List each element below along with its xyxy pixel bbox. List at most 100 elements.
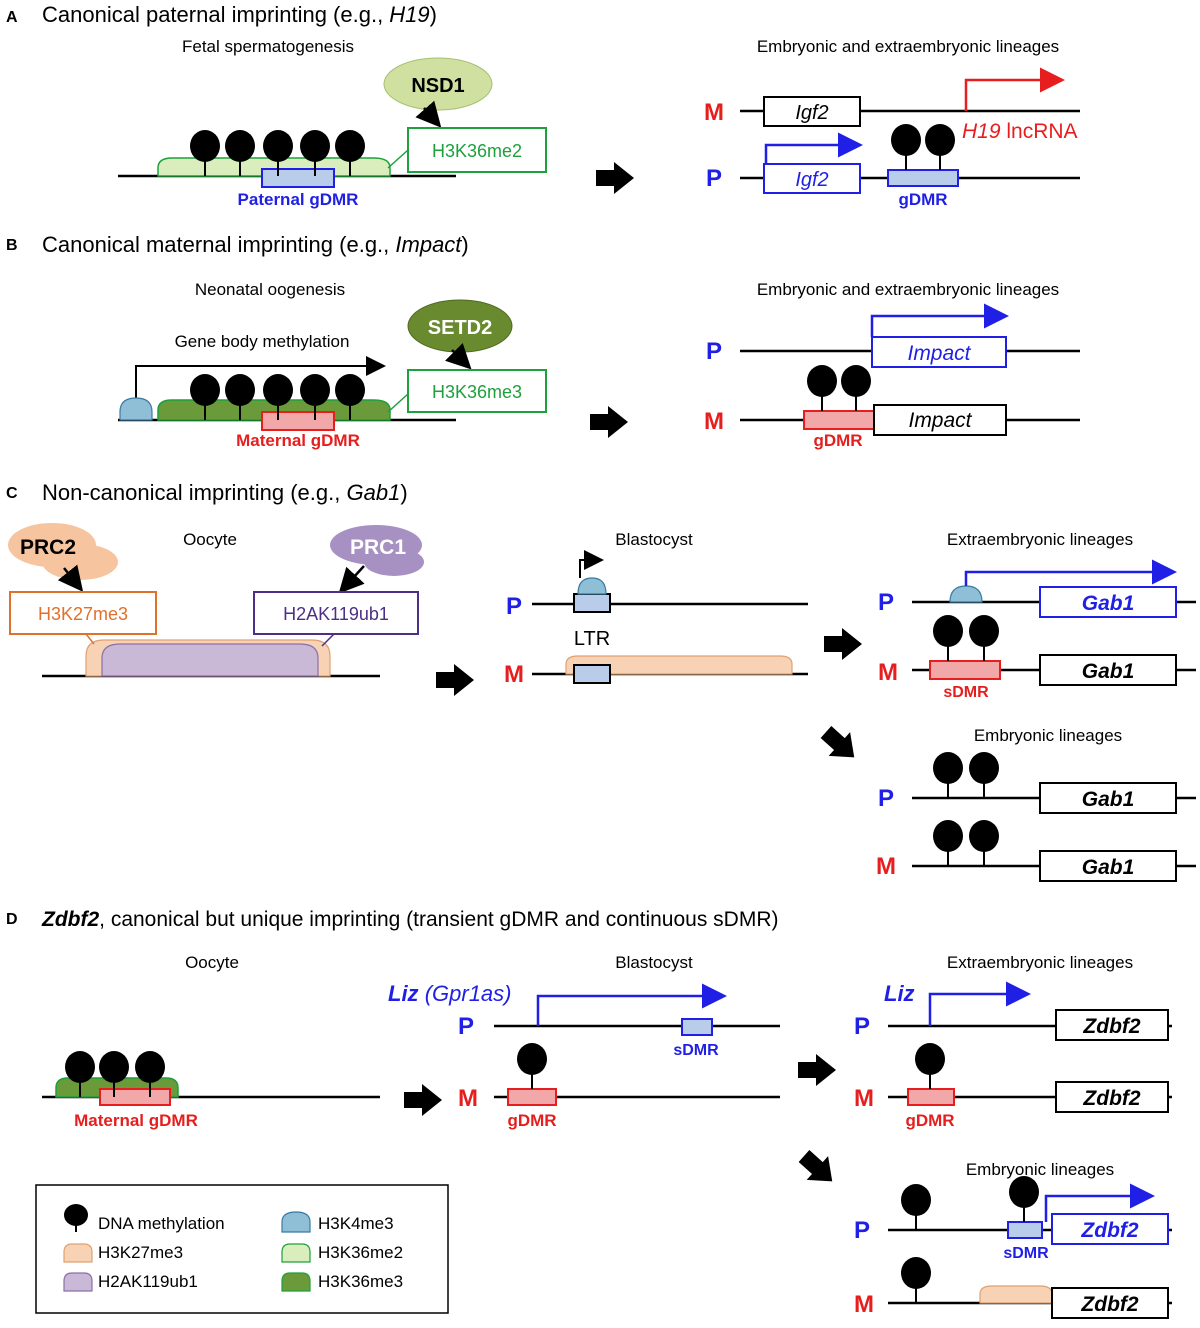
- legend-label-h3k36me2: H3K36me2: [318, 1243, 403, 1262]
- h2ak119ub1-swatch-icon: [63, 1272, 93, 1292]
- h3k4me3-swatch-icon: [281, 1211, 311, 1233]
- liz-gpr1as-label: Liz (Gpr1as): [388, 981, 511, 1006]
- legend-label-dna-methylation: DNA methylation: [98, 1214, 225, 1233]
- panel-d-letter: D: [6, 911, 18, 928]
- fetal-spermatogenesis-label: Fetal spermatogenesis: [182, 37, 354, 56]
- gdmr-label-extra: gDMR: [905, 1111, 954, 1130]
- ltr-promoter-arrow: [579, 550, 604, 578]
- h3k27me3-swatch-icon: [63, 1243, 93, 1263]
- zdbf2-gene-extra-paternal: [1055, 1009, 1169, 1041]
- gdmr-label-blastocyst: gDMR: [507, 1111, 556, 1130]
- paternal-gdmr-box: [261, 168, 335, 188]
- allele-m-label: M: [704, 99, 724, 126]
- legend-item-h3k4me3: H3K4me3: [281, 1211, 394, 1233]
- gab1-label-extra-maternal: Gab1: [1082, 660, 1135, 683]
- extraembryonic-label-c: Extraembryonic lineages: [947, 530, 1133, 549]
- allele-p-label-b: P: [706, 338, 722, 365]
- panel-d-transition-arrow-emb: [793, 1144, 843, 1194]
- maternal-gdmr-box-d: [99, 1088, 171, 1106]
- h3k27me3-box: [9, 591, 157, 635]
- legend-label-h3k4me3: H3K4me3: [318, 1214, 394, 1233]
- sdmr-label-emb: sDMR: [1003, 1245, 1049, 1262]
- sdmr-label-c: sDMR: [943, 684, 989, 701]
- h3k27me3-connector: [85, 633, 95, 645]
- allele-p-label-c3: P: [878, 785, 894, 812]
- nsd1-label: NSD1: [411, 75, 464, 97]
- gdmr-box-blastocyst: [507, 1088, 557, 1106]
- liz-transcription-arrow-extra: [928, 981, 1031, 1026]
- h3k36me3-box-label: H3K36me3: [432, 382, 522, 402]
- maternal-gdmr-label-d: Maternal gDMR: [74, 1111, 198, 1130]
- embryonic-label-d: Embryonic lineages: [966, 1160, 1114, 1179]
- panel-b-letter: B: [6, 237, 18, 254]
- setd2-arrow: [445, 343, 472, 370]
- gab1-gene-emb-maternal: [1039, 850, 1177, 882]
- h3k36me2-box: [407, 127, 547, 173]
- maternal-gdmr-box: [261, 411, 335, 431]
- impact-gene-paternal: [871, 336, 1007, 368]
- h3k36me2-swatch-icon: [281, 1243, 311, 1263]
- igf2-transcription-arrow: [764, 132, 863, 164]
- ltr-label: LTR: [574, 628, 610, 650]
- panel-c-transition-arrow-emb: [815, 720, 865, 770]
- allele-p-label-d2: P: [854, 1013, 870, 1040]
- panel-c-title: Non-canonical imprinting (e.g., Gab1): [42, 480, 408, 505]
- oocyte-label-d: Oocyte: [185, 953, 239, 972]
- h2ak119ub1-box-label: H2AK119ub1: [283, 604, 389, 624]
- allele-m-label-c2: M: [878, 659, 898, 686]
- h3k27me3-domain-zdbf2: [979, 1285, 1053, 1304]
- panel-a-transition-arrow: [596, 162, 634, 194]
- legend: DNA methylation H3K27me3 H2AK119ub1 H3K4…: [35, 1184, 449, 1314]
- maternal-gdmr-label: Maternal gDMR: [236, 431, 360, 450]
- zdbf2-transcription-arrow: [1044, 1183, 1155, 1222]
- zdbf2-label-extra-maternal: Zdbf2: [1082, 1087, 1140, 1110]
- prc1-arrow: [338, 565, 365, 594]
- allele-p-label-d3: P: [854, 1217, 870, 1244]
- h3k36me2-box-label: H3K36me2: [432, 141, 522, 161]
- gdmr-box-paternal: [887, 169, 959, 187]
- h3k27me3-domain-blastocyst: [565, 655, 793, 675]
- gdmr-label-b: gDMR: [813, 431, 862, 450]
- panel-b-right-stage: Embryonic and extraembryonic lineages: [757, 280, 1059, 299]
- prc2-arrow: [57, 564, 84, 592]
- embryonic-label-c: Embryonic lineages: [974, 726, 1122, 745]
- gdmr-box-extra: [907, 1088, 955, 1106]
- panel-c-transition-arrow-1: [436, 664, 474, 696]
- prc1-subunit: [364, 548, 424, 576]
- h19-transcription-arrow: [964, 67, 1065, 111]
- impact-transcription-arrow: [870, 303, 1009, 337]
- panel-b-title: Canonical maternal imprinting (e.g., Imp…: [42, 232, 469, 257]
- allele-p-label-c2: P: [878, 589, 894, 616]
- allele-p-label: P: [706, 165, 722, 192]
- ltr-box-maternal: [573, 664, 611, 684]
- panel-a-right-stage: Embryonic and extraembryonic lineages: [757, 37, 1059, 56]
- gdmr-label-a: gDMR: [898, 190, 947, 209]
- gab1-gene-emb-paternal: [1039, 782, 1177, 814]
- h3k36me3-connector: [387, 393, 409, 413]
- igf2-gene-paternal: [763, 163, 861, 194]
- blastocyst-label-d: Blastocyst: [615, 953, 693, 972]
- panel-d-title: Zdbf2, canonical but unique imprinting (…: [41, 908, 779, 931]
- legend-label-h2ak119ub1: H2AK119ub1: [98, 1272, 198, 1291]
- allele-m-label-b: M: [704, 408, 724, 435]
- paternal-gdmr-label: Paternal gDMR: [238, 190, 359, 209]
- igf2-label-maternal: Igf2: [795, 102, 828, 124]
- h2ak119ub1-domain: [101, 643, 319, 677]
- gab1-label-emb-paternal: Gab1: [1082, 788, 1135, 811]
- zdbf2-label-emb-maternal: Zdbf2: [1080, 1293, 1138, 1316]
- sdmr-box-blastocyst: [681, 1018, 713, 1036]
- gab1-label-emb-maternal: Gab1: [1082, 856, 1135, 879]
- legend-item-h3k27me3: H3K27me3: [63, 1243, 183, 1263]
- allele-m-label-d3: M: [854, 1291, 874, 1318]
- oocyte-label-c: Oocyte: [183, 530, 237, 549]
- h3k36me3-swatch-icon: [281, 1272, 311, 1292]
- prc2-label: PRC2: [20, 536, 76, 559]
- sdmr-box-c: [929, 660, 1001, 680]
- panel-a-letter: A: [6, 9, 18, 26]
- liz-transcription-arrow-blastocyst: [536, 983, 727, 1026]
- panel-c-letter: C: [6, 485, 18, 502]
- impact-label-maternal: Impact: [908, 409, 972, 432]
- gab1-transcription-arrow: [964, 559, 1177, 586]
- zdbf2-gene-emb-paternal: [1051, 1213, 1169, 1245]
